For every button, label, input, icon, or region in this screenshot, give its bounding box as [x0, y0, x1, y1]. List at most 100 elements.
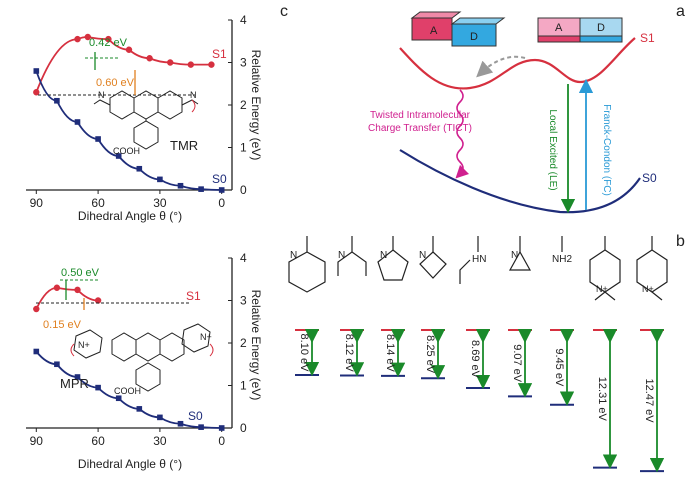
x-tick-label-top: 60 [91, 196, 105, 210]
n-plus-label-b1: N+ [596, 284, 608, 294]
point-s1-bottom [94, 297, 102, 304]
substituent-diethylamine [337, 236, 367, 276]
tict-label-line1: Twisted Intramolecular [370, 110, 471, 121]
n-label-pyrrolidine: N [380, 250, 387, 261]
block-d-label-2: D [597, 22, 605, 34]
point-s0-bottom [95, 384, 101, 391]
point-s0-top [54, 97, 60, 104]
cooh-label-bottom: COOH [114, 386, 141, 396]
y-tick-label-bottom: 1 [240, 379, 247, 393]
substituent-pyrrolidine [377, 236, 409, 281]
point-s0-bottom [218, 425, 225, 431]
tict-label-line2: Charge Transfer (TICT) [368, 123, 472, 134]
gap-value-label: 8.25 eV [424, 335, 436, 374]
s0-label-top: S0 [212, 172, 227, 186]
annotation-green-top: 0.42 eV [89, 37, 128, 49]
s0-curve-a [399, 149, 641, 214]
point-s1-top [125, 46, 133, 53]
fc-label: Franck-Condon (FC) [601, 104, 612, 196]
hn-label-ethylamine: HN [472, 254, 486, 265]
point-s1-top [187, 61, 194, 68]
tict-decay-arrow [455, 89, 470, 179]
annotation-orange-bottom: 0.15 eV [43, 319, 82, 331]
n-label-aziridine: N [511, 250, 518, 261]
x-tick-label-top: 0 [218, 196, 225, 210]
substituent-piperidine [288, 236, 326, 293]
point-s0-top [157, 176, 163, 183]
point-s1-top [84, 33, 92, 41]
y-axis-label-top: Relative Energy (eV) [249, 50, 263, 161]
point-s1-top [167, 59, 174, 66]
x-tick-label-bottom: 30 [153, 434, 167, 448]
point-s0-bottom [136, 406, 143, 412]
s1-label-a: S1 [640, 31, 655, 45]
s1-label-bottom: S1 [186, 289, 201, 303]
point-s0-top [218, 187, 225, 193]
panel-label-b: b [676, 233, 685, 250]
series-group-top [33, 33, 225, 193]
series-group-bottom [33, 284, 225, 431]
le-label: Local Excited (LE) [547, 109, 558, 190]
n-plus-label-mpr-left: N+ [78, 340, 90, 350]
y-tick-label-bottom: 2 [240, 336, 247, 350]
point-s1-bottom [33, 305, 40, 313]
point-s0-bottom [54, 361, 60, 368]
relaxation-arrow [476, 55, 526, 78]
block-a-label-1: A [430, 25, 438, 37]
point-s0-bottom [198, 424, 204, 430]
point-s0-top [33, 68, 40, 74]
gap-value-label: 12.47 eV [643, 379, 655, 424]
molecule-name-tmr: TMR [170, 138, 198, 153]
point-s1-top [208, 61, 215, 68]
annotation-orange-top: 0.60 eV [96, 77, 135, 89]
gap-value-label: 9.45 eV [553, 348, 565, 387]
cooh-label-top: COOH [113, 146, 140, 156]
y-tick-label-bottom: 3 [240, 294, 247, 308]
x-axis-label-top: Dihedral Angle θ (°) [78, 209, 182, 223]
y-tick-label-top: 4 [240, 13, 247, 27]
point-s1-top [105, 35, 112, 43]
panel-b: b [288, 233, 685, 473]
s0-label-bottom: S0 [188, 409, 203, 423]
block-d-label-1: D [470, 31, 478, 43]
y-tick-label-bottom: 0 [240, 421, 247, 435]
x-tick-label-top: 30 [153, 196, 167, 210]
substituent-methylpiperazinium [636, 236, 668, 301]
point-s0-top [95, 136, 101, 142]
gap-value-label: 12.31 eV [596, 377, 608, 422]
gap-value-label: 8.12 eV [343, 334, 355, 373]
point-s0-top [74, 119, 81, 125]
point-s1-top [74, 35, 81, 43]
x-tick-label-bottom: 60 [91, 434, 105, 448]
substituent-structures [288, 236, 668, 301]
n-label-piperidine: N [290, 250, 297, 261]
point-s0-bottom [115, 395, 122, 402]
n-label-tmr-right: N [190, 90, 197, 100]
y-tick-label-top: 0 [240, 183, 247, 197]
y-axis-label-bottom: Relative Energy (eV) [249, 290, 263, 401]
panel-a: a A D A D S1 S0 Twisted Intramolecular [368, 3, 685, 214]
annotation-green-bottom: 0.50 eV [61, 267, 100, 279]
point-s0-top [198, 186, 204, 192]
s1-curve-a [399, 37, 636, 90]
nh2-label: NH2 [552, 254, 572, 265]
point-s1-bottom [74, 286, 81, 294]
mpr-molecule [70, 323, 214, 392]
point-s0-top [115, 153, 122, 159]
point-s1-top [33, 89, 40, 96]
point-s1-bottom [53, 284, 61, 291]
x-axis-label-bottom: Dihedral Angle θ (°) [78, 457, 182, 471]
y-tick-label-top: 1 [240, 141, 247, 155]
x-tick-label-bottom: 90 [30, 434, 44, 448]
tmr-molecule [93, 90, 199, 150]
n-label-diethylamine: N [338, 250, 345, 261]
x-tick-label-bottom: 0 [218, 434, 225, 448]
n-label-tmr-left: N [98, 90, 105, 100]
point-s0-bottom [177, 420, 184, 427]
point-s1-top [146, 55, 153, 62]
gap-value-label: 8.14 eV [384, 334, 396, 373]
